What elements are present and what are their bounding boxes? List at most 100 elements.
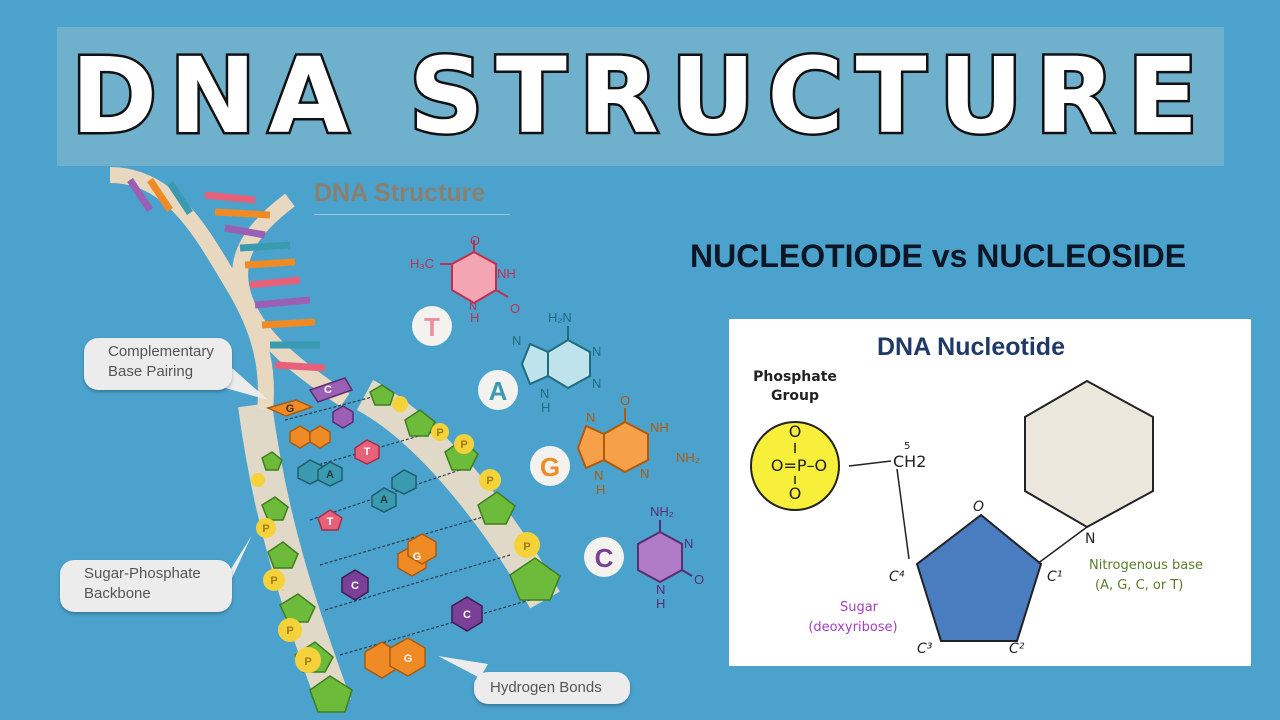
svg-text:N: N — [512, 333, 521, 348]
svg-text:NH₂: NH₂ — [676, 450, 700, 465]
svg-text:P: P — [436, 427, 443, 439]
thymine-circle — [412, 306, 452, 346]
callout-hydrogen-bonds: Hydrogen Bonds — [474, 672, 630, 704]
svg-text:5: 5 — [904, 441, 910, 452]
helix-strand-right — [232, 193, 350, 407]
title-banner — [57, 27, 1224, 166]
adenine-circle — [478, 370, 518, 410]
svg-text:P: P — [304, 656, 311, 668]
nucleotide-panel: DNA Nucleotide O O=P–O O Phosphate Group… — [729, 319, 1251, 666]
svg-text:P: P — [523, 541, 530, 553]
svg-text:(A, G, C, or T): (A, G, C, or T) — [1095, 578, 1183, 593]
svg-text:O: O — [694, 572, 704, 587]
svg-text:N: N — [540, 386, 549, 401]
main-title: DNA STRUCTURE — [68, 33, 1211, 160]
guanine-molecule: O NH NH₂ N N N H — [576, 393, 700, 497]
cytosine-molecule: NH₂ N O N H — [637, 504, 704, 611]
callout-backbone-line2: Backbone — [84, 585, 151, 602]
callout-backbone-line1: Sugar-Phosphate — [84, 565, 201, 582]
svg-text:H: H — [541, 400, 550, 415]
svg-text:T: T — [364, 446, 371, 458]
callout-sugar-phosphate-backbone: Sugar-Phosphate Backbone — [60, 560, 232, 612]
svg-text:N: N — [640, 466, 649, 481]
nucleotide-diagram: O O=P–O O Phosphate Group CH2 5 N O C⁴ C… — [750, 369, 1203, 657]
svg-text:N: N — [656, 582, 665, 597]
helix-rungs — [127, 178, 326, 372]
svg-text:Nitrogenous base: Nitrogenous base — [1089, 558, 1203, 573]
svg-text:T: T — [424, 312, 440, 342]
svg-text:O: O — [789, 484, 802, 503]
svg-text:A: A — [380, 494, 388, 506]
callout-complementary-base-pairing: Complementary Base Pairing — [84, 338, 232, 390]
svg-text:N: N — [594, 468, 603, 483]
base-pair-letters: G C A T T A C G C G — [286, 384, 471, 665]
svg-text:H₂N: H₂N — [548, 310, 572, 325]
svg-text:N: N — [684, 536, 693, 551]
svg-text:G: G — [286, 403, 295, 415]
svg-text:C⁴: C⁴ — [889, 569, 905, 585]
svg-text:C: C — [351, 580, 359, 592]
svg-text:NH₂: NH₂ — [650, 504, 674, 519]
svg-text:P: P — [270, 575, 277, 587]
svg-text:G: G — [413, 551, 422, 563]
svg-text:P: P — [486, 475, 493, 487]
svg-text:O: O — [510, 301, 520, 316]
svg-text:P: P — [262, 523, 269, 535]
svg-text:(deoxyribose): (deoxyribose) — [808, 620, 897, 635]
upper-helix — [109, 167, 350, 411]
svg-text:P: P — [286, 625, 293, 637]
svg-text:P: P — [460, 439, 467, 451]
phosphate-circle — [750, 421, 840, 511]
base-letter-circles — [412, 306, 624, 577]
svg-text:C²: C² — [1009, 641, 1025, 657]
svg-text:Phosphate: Phosphate — [753, 369, 837, 385]
svg-text:O: O — [620, 393, 630, 408]
svg-text:C: C — [595, 543, 614, 573]
svg-text:Group: Group — [771, 388, 819, 404]
svg-text:H₃C: H₃C — [410, 256, 434, 271]
subtitle: NUCLEOTIODE vs NUCLEOSIDE — [690, 238, 1187, 274]
ch2-bond — [896, 468, 910, 560]
svg-text:O: O — [789, 422, 802, 441]
phosphate-circles — [251, 396, 540, 673]
callout-base-pairing-line2: Base Pairing — [108, 363, 194, 380]
base-hexagon — [1024, 379, 1154, 529]
svg-text:C: C — [463, 609, 471, 621]
svg-text:O: O — [470, 233, 480, 248]
glycosidic-bond — [1032, 526, 1088, 568]
svg-text:H: H — [656, 596, 665, 611]
callout-base-pairing-line1: Complementary — [108, 343, 214, 360]
sugar-pentagon — [915, 513, 1043, 642]
svg-text:C³: C³ — [917, 641, 933, 657]
svg-text:G: G — [404, 653, 413, 665]
svg-text:H: H — [596, 482, 605, 497]
thymine-molecule: O H₃C NH O H N — [410, 233, 520, 325]
svg-text:A: A — [326, 469, 334, 481]
svg-text:Sugar: Sugar — [840, 600, 879, 615]
phosphate-link — [848, 460, 892, 467]
dna-diagram-title-underline — [314, 214, 510, 215]
svg-text:NH: NH — [497, 266, 516, 281]
cytosine-circle — [584, 537, 624, 577]
base-letters: T A G C — [424, 312, 614, 573]
svg-text:N: N — [592, 344, 601, 359]
callout-pointer-hydrogen — [438, 656, 488, 678]
svg-text:O: O — [973, 499, 984, 515]
svg-text:CH2: CH2 — [893, 452, 926, 471]
svg-text:T: T — [327, 516, 334, 528]
svg-text:N: N — [586, 410, 595, 425]
svg-text:N: N — [592, 376, 601, 391]
dna-diagram-title: DNA Structure — [314, 179, 486, 207]
adenine-molecule: H₂N N N N N H — [512, 310, 601, 415]
callout-hydrogen-bonds-text: Hydrogen Bonds — [490, 679, 602, 696]
svg-text:N: N — [1085, 531, 1095, 547]
svg-text:NH: NH — [650, 420, 669, 435]
nucleotide-title: DNA Nucleotide — [877, 333, 1065, 361]
phosphate-labels: P P P P P P P P — [262, 427, 530, 668]
svg-text:G: G — [540, 452, 560, 482]
svg-text:H: H — [470, 310, 479, 325]
svg-text:A: A — [489, 376, 508, 406]
svg-text:O=P–O: O=P–O — [771, 456, 827, 475]
svg-text:C¹: C¹ — [1047, 569, 1062, 585]
